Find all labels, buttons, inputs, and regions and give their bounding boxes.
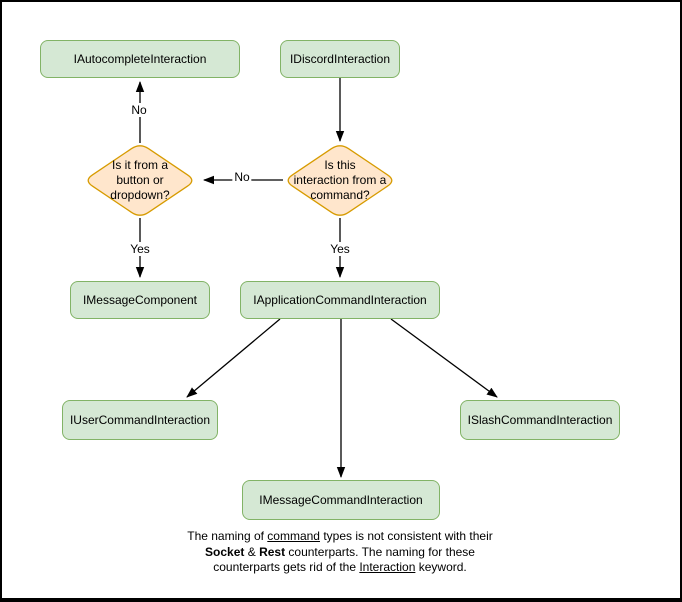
edge-application-command-to-slash-command bbox=[390, 318, 498, 398]
node-slash-command-interaction-label: ISlashCommandInteraction bbox=[467, 413, 613, 427]
node-discord-interaction-label: IDiscordInteraction bbox=[289, 52, 391, 66]
node-slash-command-interaction: ISlashCommandInteraction bbox=[460, 400, 620, 440]
note-interaction-underlined: Interaction bbox=[359, 560, 416, 574]
note-socket-bold: Socket bbox=[205, 544, 245, 559]
diagram-note: The naming of command types is not consi… bbox=[140, 529, 540, 576]
node-user-command-interaction-label: IUserCommandInteraction bbox=[69, 413, 211, 427]
note-line-2: Socket & Rest counterparts. The naming f… bbox=[140, 545, 540, 561]
decision-command-question-line-2: interaction from a bbox=[293, 173, 387, 187]
node-user-command-interaction: IUserCommandInteraction bbox=[62, 400, 218, 440]
note-line-3-text-end: keyword. bbox=[415, 560, 467, 574]
node-application-command-interaction-label: IApplicationCommandInteraction bbox=[253, 293, 427, 307]
edge-label-command-question-yes: Yes bbox=[328, 242, 352, 256]
node-message-component-label: IMessageComponent bbox=[82, 293, 198, 307]
note-line-1: The naming of command types is not consi… bbox=[140, 529, 540, 545]
decision-command-question-shape bbox=[287, 145, 393, 216]
note-line-3: counterparts gets rid of the Interaction… bbox=[140, 560, 540, 576]
decision-command-question-line-1: Is this bbox=[324, 158, 356, 172]
edge-label-button-question-no: No bbox=[129, 103, 149, 117]
decision-button-question-line-1: Is it from a bbox=[111, 158, 168, 172]
node-application-command-interaction: IApplicationCommandInteraction bbox=[240, 281, 440, 319]
node-autocomplete-interaction-label: IAutocompleteInteraction bbox=[73, 52, 207, 66]
decision-command-question-label: Is this interaction from a command? bbox=[283, 158, 397, 203]
decision-command-question-line-3: command? bbox=[310, 188, 370, 202]
edge-label-button-question-yes: Yes bbox=[128, 242, 152, 256]
node-autocomplete-interaction: IAutocompleteInteraction bbox=[40, 40, 240, 78]
decision-button-question-line-3: dropdown? bbox=[110, 188, 170, 202]
decision-button-question-shape bbox=[87, 145, 193, 216]
note-ampersand: & bbox=[244, 544, 260, 559]
note-line-3-text: counterparts gets rid of the bbox=[213, 560, 360, 574]
node-discord-interaction: IDiscordInteraction bbox=[280, 40, 400, 78]
edge-application-command-to-user-command bbox=[186, 318, 281, 398]
node-message-command-interaction-label: IMessageCommandInteraction bbox=[259, 493, 423, 507]
decision-button-question-label: Is it from a button or dropdown? bbox=[85, 158, 195, 203]
note-rest-bold: Rest bbox=[259, 544, 286, 559]
note-line-2-text-end: counterparts. The naming for these bbox=[285, 544, 475, 559]
note-command-underlined: command bbox=[267, 529, 320, 543]
note-line-1-text: The naming of bbox=[187, 529, 268, 543]
node-message-command-interaction: IMessageCommandInteraction bbox=[242, 480, 440, 520]
edge-label-command-question-no: No bbox=[232, 170, 252, 184]
node-message-component: IMessageComponent bbox=[70, 281, 210, 319]
note-line-1-text-end: types is not consistent with their bbox=[319, 529, 493, 543]
decision-button-question-line-2: button or bbox=[116, 173, 164, 187]
